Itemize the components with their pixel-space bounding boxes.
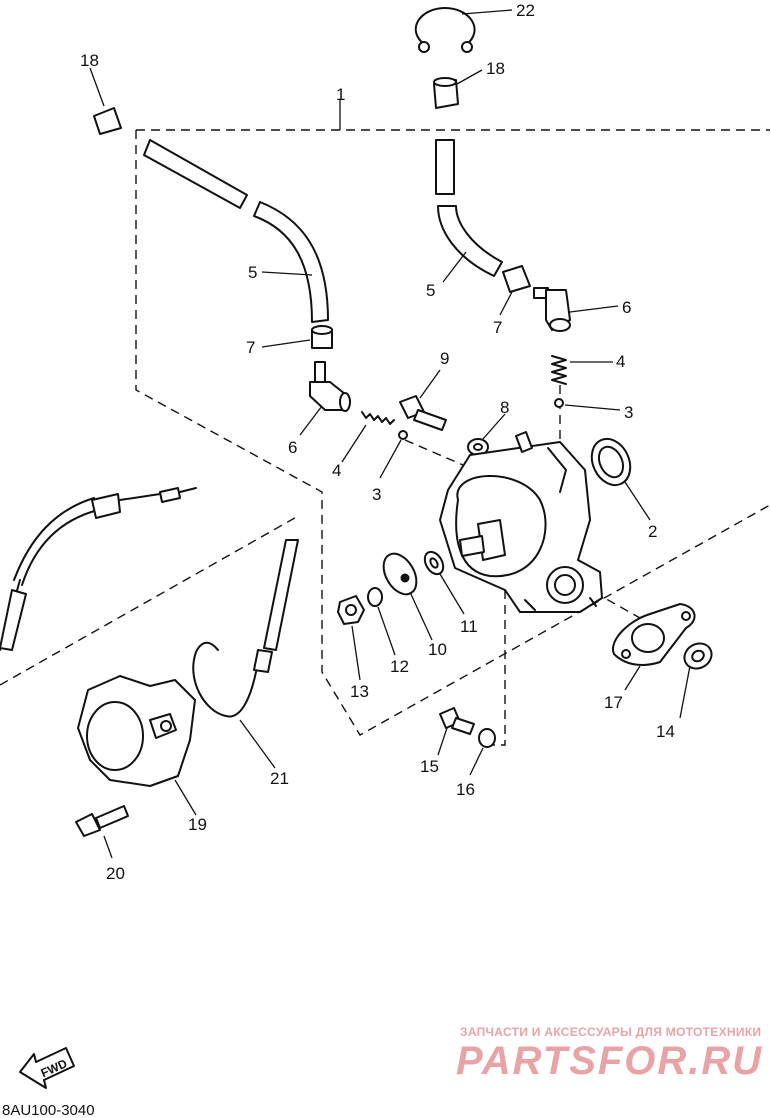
watermark: ЗАПЧАСТИ И АКСЕССУАРЫ ДЛЯ МОТОТЕХНИКИ PA… xyxy=(456,1025,763,1083)
callout-7-left: 7 xyxy=(246,338,255,357)
part-7-joint-right xyxy=(499,265,531,316)
part-4-spring-left xyxy=(341,411,395,463)
part-17-gasket xyxy=(612,603,696,691)
part-10-plate-washer xyxy=(382,552,433,641)
part-5-hose-right xyxy=(435,139,503,283)
callout-6-left: 6 xyxy=(288,438,297,457)
callout-16: 16 xyxy=(456,780,475,799)
part-15-screw xyxy=(437,707,475,756)
part-4-spring-right xyxy=(551,355,613,385)
callout-5-right: 5 xyxy=(426,281,435,300)
part-11-washer xyxy=(423,550,465,615)
part-22-clip xyxy=(414,7,513,53)
drawing-code: 8AU100-3040 xyxy=(2,1102,95,1118)
part-3-ball-left xyxy=(379,430,408,479)
callout-3-right: 3 xyxy=(624,403,633,422)
callout-19: 19 xyxy=(188,815,207,834)
callout-3-left: 3 xyxy=(372,485,381,504)
callout-15: 15 xyxy=(420,757,439,776)
callout-14: 14 xyxy=(656,722,675,741)
part-19-gear-housing xyxy=(77,675,197,816)
part-14-washer xyxy=(679,642,713,719)
part-18-bushing-right xyxy=(433,69,483,109)
callout-2: 2 xyxy=(648,522,657,541)
callout-22: 22 xyxy=(516,1,535,20)
callout-11: 11 xyxy=(460,617,478,636)
callout-10: 10 xyxy=(428,640,447,659)
callout-labels: 22 18 18 1 5 5 6 6 7 7 4 4 3 3 9 8 2 10 … xyxy=(80,1,675,883)
part-7-joint-left xyxy=(261,325,333,349)
watermark-brand: PARTSFOR.RU xyxy=(456,1039,763,1083)
callout-8: 8 xyxy=(500,398,509,417)
part-8-washer xyxy=(467,413,506,456)
part-2-oil-seal xyxy=(590,437,651,521)
assembly-boundary xyxy=(0,100,771,736)
callout-4-left: 4 xyxy=(332,461,341,480)
callout-6-right: 6 xyxy=(622,298,631,317)
callout-17: 17 xyxy=(604,693,623,712)
part-5-hose-left xyxy=(143,139,329,323)
part-9-bolt xyxy=(399,369,447,431)
callout-13: 13 xyxy=(350,682,369,701)
callout-21: 21 xyxy=(270,769,289,788)
callout-4-right: 4 xyxy=(616,352,625,371)
callout-18-right: 18 xyxy=(486,59,505,78)
part-6-elbow-left xyxy=(299,361,351,436)
callout-1: 1 xyxy=(336,85,345,104)
callout-18-left: 18 xyxy=(80,51,99,70)
part-1-oil-pump-assembly xyxy=(439,431,603,613)
part-3-ball-right xyxy=(554,398,621,411)
callout-12: 12 xyxy=(390,657,409,676)
part-21-cable xyxy=(0,487,299,769)
callout-5-left: 5 xyxy=(248,263,257,282)
callout-20: 20 xyxy=(106,864,125,883)
part-12-lock-washer xyxy=(367,587,396,656)
part-6-elbow-right xyxy=(533,287,619,332)
callout-9: 9 xyxy=(440,349,449,368)
part-16-washer xyxy=(469,728,496,776)
fwd-arrow-icon: FWD xyxy=(19,1047,75,1089)
part-13-nut xyxy=(337,595,365,681)
callout-7-right: 7 xyxy=(493,318,502,337)
part-18-bushing-left xyxy=(89,67,122,135)
part-20-bolt xyxy=(75,805,129,859)
watermark-tagline: ЗАПЧАСТИ И АКСЕССУАРЫ ДЛЯ МОТОТЕХНИКИ xyxy=(460,1025,761,1039)
